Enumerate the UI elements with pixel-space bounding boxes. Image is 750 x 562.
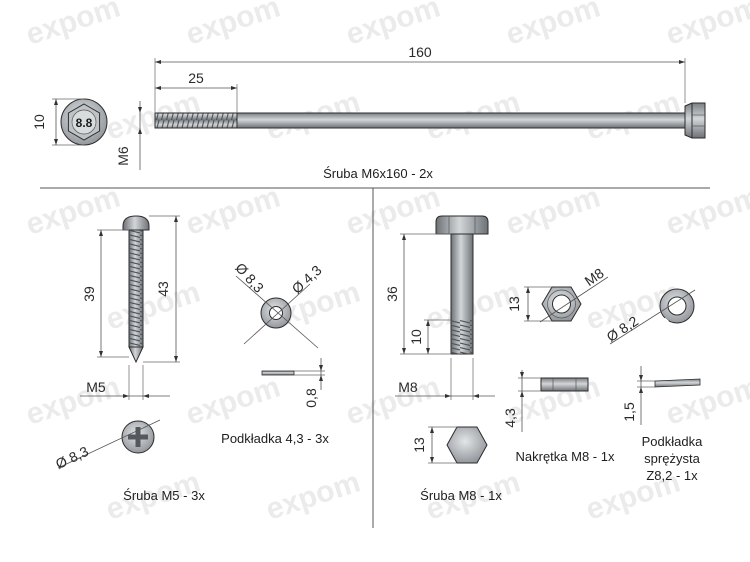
caption-m8: Śruba M8 - 1x [420, 488, 502, 503]
watermark-text: expom [22, 370, 124, 431]
dim-thread-m6: M6 [115, 146, 131, 166]
dim-nut-height: 4,3 [502, 408, 518, 428]
watermark-text: expom [662, 0, 750, 52]
dim-thread-25: 25 [188, 70, 204, 86]
watermark-text: expom [342, 180, 444, 241]
caption-spring-washer-line2: sprężysta [644, 451, 700, 466]
watermark-text: expom [662, 370, 750, 431]
caption-spring-washer-line3: Z8,2 - 1x [646, 468, 698, 483]
dim-m8-thread-10: 10 [408, 329, 424, 345]
caption-washer: Podkładka 4,3 - 3x [221, 431, 329, 446]
watermark-text: expom [502, 0, 604, 52]
watermark-text: expom [342, 370, 444, 431]
watermark-text: expom [22, 0, 124, 52]
bolt-m8-head-top [446, 426, 488, 464]
dimension-lines-top [52, 58, 686, 170]
dim-length-160: 160 [408, 44, 432, 60]
dim-spring-washer-thickness: 1,5 [621, 402, 637, 422]
watermark-text: expom [662, 180, 750, 241]
dim-m5-total-43: 43 [155, 281, 171, 297]
watermark-text: expom [262, 465, 364, 526]
watermark-text: expom [22, 180, 124, 241]
caption-m5: Śruba M5 - 3x [123, 488, 205, 503]
screw-m5-head-top [121, 420, 155, 454]
dim-m5-head-diameter: Ø 8,3 [53, 443, 91, 472]
dim-nut-thread: M8 [582, 265, 607, 289]
bolt-m6x160-head-top [60, 98, 108, 146]
nut-m8-side [540, 377, 589, 392]
nut-m8-top [541, 286, 582, 322]
dim-m8-head-13: 13 [411, 437, 427, 453]
dim-m8-length-36: 36 [384, 286, 400, 302]
caption-spring-washer-line1: Podkładka [642, 434, 703, 449]
dim-head-10: 10 [31, 114, 47, 130]
caption-m6x160: Śruba M6x160 - 2x [323, 166, 433, 181]
watermark-text: expom [182, 180, 284, 241]
dim-m5-diameter: M5 [86, 379, 106, 395]
head-marking: 8.8 [76, 116, 93, 130]
bolt-m8-side [435, 215, 489, 355]
spring-washer-top [659, 288, 695, 327]
watermark-text: expom [182, 370, 284, 431]
dim-nut-width-13: 13 [506, 296, 522, 312]
caption-nut: Nakrętka M8 - 1x [516, 449, 615, 464]
dim-m5-thread-39: 39 [81, 286, 97, 302]
dim-m8-diameter: M8 [398, 379, 418, 395]
bolt-m6x160-side [154, 102, 706, 139]
dimension-lines-m5 [57, 215, 180, 469]
dimension-arrowheads [54, 60, 685, 463]
dim-washer-thickness: 0,8 [303, 388, 319, 408]
screw-m5-side [122, 215, 150, 364]
washer-4-3-top [260, 297, 292, 329]
spring-washer-side [654, 378, 701, 388]
dimension-lines-m8 [395, 233, 495, 464]
dimension-lines-washer [235, 275, 325, 390]
watermark-text: expom [102, 275, 204, 336]
watermark-text: expom [502, 180, 604, 241]
washer-4-3-side [261, 370, 295, 376]
watermark-text: expom [182, 0, 284, 52]
